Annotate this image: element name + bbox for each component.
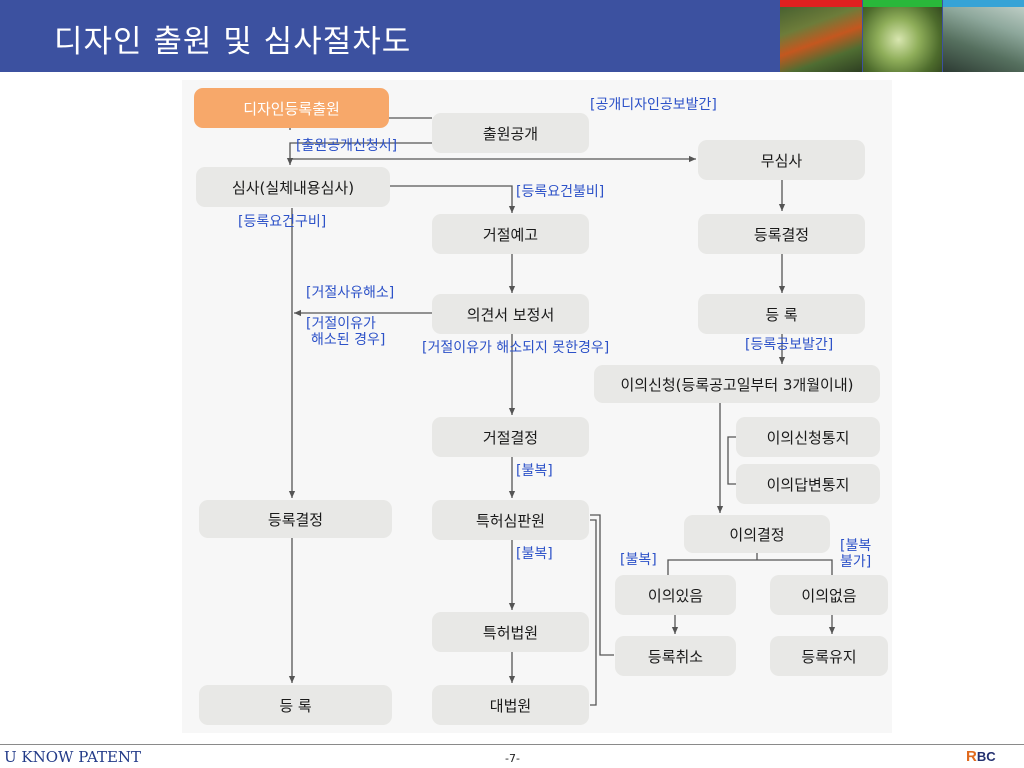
aloe-plant-photo — [863, 0, 942, 72]
reg-decision-left-node: 등록결정 — [199, 500, 392, 538]
patent-court-node: 특허법원 — [432, 612, 589, 652]
registration-left-node: 등 록 — [199, 685, 392, 725]
appeal-label-2: [불복] — [516, 546, 553, 562]
footer-brand: U KNOW PATENT — [4, 748, 142, 766]
req-met-label: [등록요건구비] — [238, 214, 327, 230]
rejection-notice-node: 거절예고 — [432, 214, 589, 254]
reg-decision-right-node: 등록결정 — [698, 214, 865, 254]
opposition-valid-node: 이의있음 — [615, 575, 736, 615]
reg-maintain-node: 등록유지 — [770, 636, 888, 676]
succulent-leaves-photo — [943, 0, 1024, 72]
no-appeal-label-1: [불복 — [840, 538, 872, 554]
rejection-decision-node: 거절결정 — [432, 417, 589, 457]
registration-right-node: 등 록 — [698, 294, 865, 334]
examination-node: 심사(실체내용심사) — [196, 167, 390, 207]
req-missing-label: [등록요건불비] — [516, 184, 605, 200]
supreme-court-node: 대법원 — [432, 685, 589, 725]
reason-unresolved-label: [거절이유가 해소되지 못한경우] — [422, 340, 610, 356]
opposition-invalid-node: 이의없음 — [770, 575, 888, 615]
ipt-node: 특허심판원 — [432, 500, 589, 540]
appeal-label-1: [불복] — [516, 463, 553, 479]
no-appeal-label-2: 불가] — [840, 554, 872, 570]
reason-resolved-case-label-1: [거절이유가 — [306, 316, 376, 332]
header-bar: 디자인 출원 및 심사절차도 — [0, 0, 1024, 72]
publication-node: 출원공개 — [432, 113, 589, 153]
opposition-node: 이의신청(등록공고일부터 3개월이내) — [594, 365, 880, 403]
pub-gazette-label: [공개디자인공보발간] — [590, 97, 717, 113]
opposition-decision-node: 이의결정 — [684, 515, 830, 553]
reg-gazette-label: [등록공보발간] — [745, 337, 834, 353]
reg-cancel-node: 등록취소 — [615, 636, 736, 676]
red-flower-photo — [780, 0, 862, 72]
pub-request-label: [출원공개신청서] — [296, 138, 398, 154]
opposition-notice-node: 이의신청통지 — [736, 417, 880, 457]
no-exam-node: 무심사 — [698, 140, 865, 180]
design-application-node: 디자인등록출원 — [194, 88, 389, 128]
appeal-label-3: [불복] — [620, 552, 657, 568]
opposition-answer-node: 이의답변통지 — [736, 464, 880, 504]
page-title: 디자인 출원 및 심사절차도 — [54, 24, 412, 60]
page-number: -7- — [505, 752, 520, 765]
footer-divider — [0, 744, 1024, 745]
reason-resolved-label: [거절사유해소] — [306, 285, 395, 301]
opinion-node: 의견서 보정서 — [432, 294, 589, 334]
rbc-logo: RBC — [966, 748, 996, 765]
reason-resolved-case-label-2: 해소된 경우] — [311, 332, 386, 348]
